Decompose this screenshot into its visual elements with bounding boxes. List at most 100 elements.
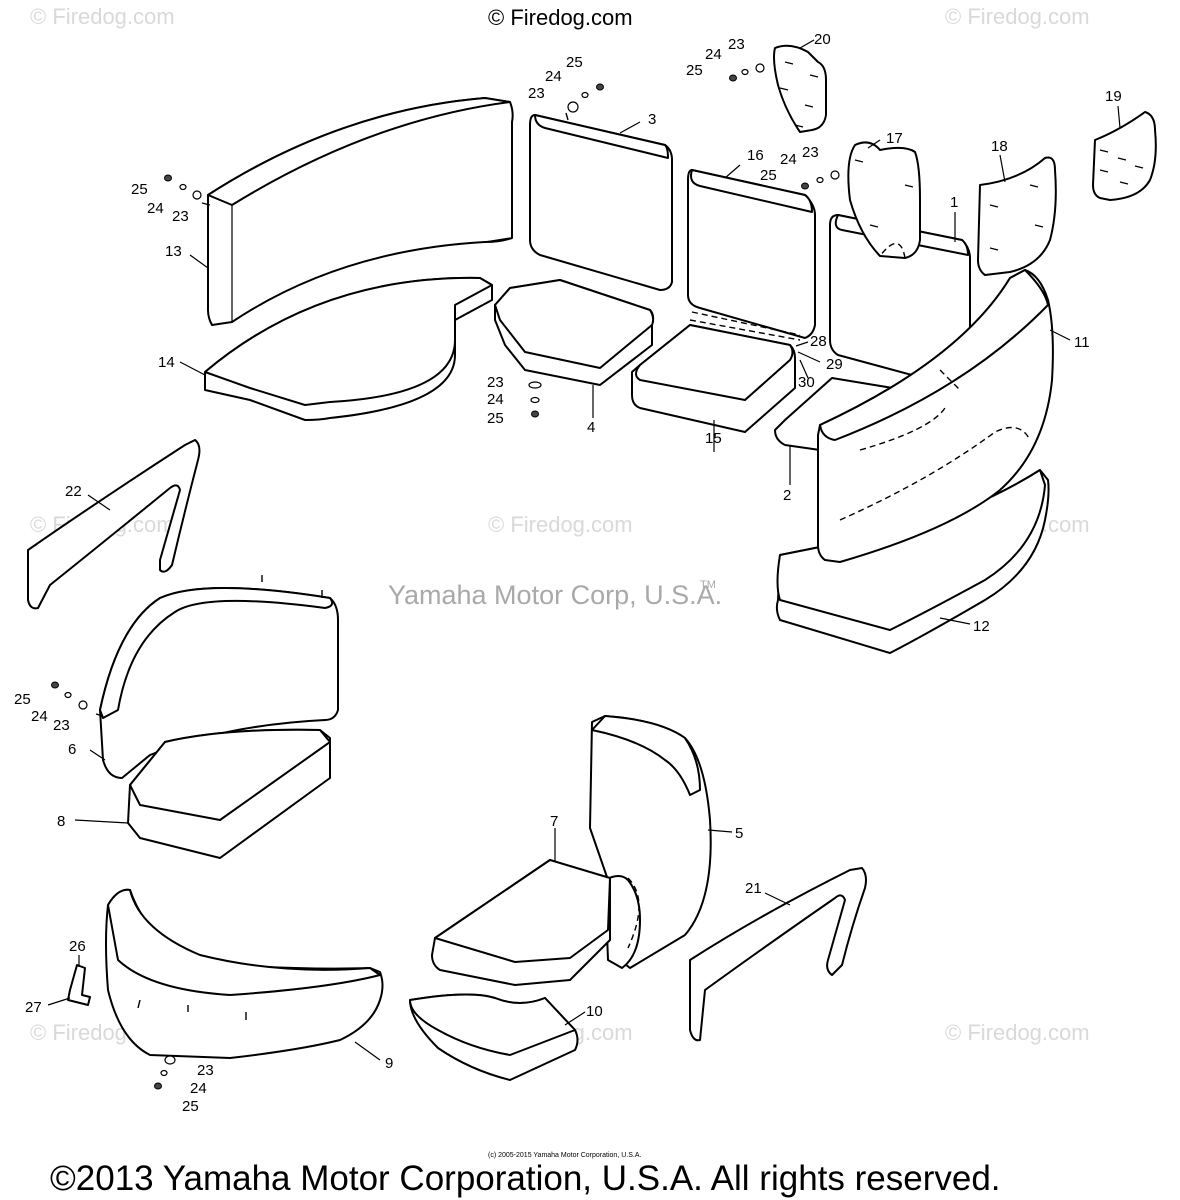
washer-icon [78,700,88,710]
callout-18: 18 [991,138,1008,155]
part-18-back-panel [977,156,1057,276]
nut-icon [729,74,737,82]
callout-24: 24 [31,708,48,725]
washer-icon [164,1055,176,1065]
part-16-back-cushion [687,169,816,339]
callout-25: 25 [566,54,583,71]
callout-27: 27 [25,999,42,1016]
part-21-side-trim [689,867,867,1042]
leader-lines [47,39,1121,1061]
callout-labels: 1 2 3 4 5 6 7 8 9 10 11 12 13 14 15 16 1… [14,31,1122,1115]
callout-24: 24 [780,151,797,168]
part-15-seat [631,324,796,433]
watermark-top-center: © Firedog.com [488,5,633,30]
nut-icon [51,681,59,689]
callout-29: 29 [826,356,843,373]
callout-23: 23 [528,85,545,102]
callout-2: 2 [783,487,791,504]
watermark-top-left: © Firedog.com [30,4,175,29]
part-26-bracket [67,964,91,1006]
callout-8: 8 [57,813,65,830]
callout-7: 7 [550,813,558,830]
nut-icon [801,182,809,190]
callout-17: 17 [886,130,903,147]
part-14-seat-base [204,276,493,421]
part-6-curved-back [99,587,339,779]
part-10-seat-base [409,993,579,1081]
nut-icon [154,1082,162,1090]
part-8-seat [127,728,331,859]
callout-5: 5 [735,825,743,842]
callout-21: 21 [745,880,762,897]
part-3-back-cushion [529,114,673,291]
callout-24: 24 [190,1080,207,1097]
nut-icon [596,83,604,91]
callout-11: 11 [1074,334,1090,351]
watermark-bottom-right: © Firedog.com [945,1020,1090,1045]
callout-23: 23 [53,717,70,734]
callout-3: 3 [648,111,656,128]
nut-icon [164,174,172,182]
callout-30: 30 [798,374,815,391]
callout-23: 23 [197,1062,214,1079]
washer-icon [830,170,840,180]
copyright-notice: ©2013 Yamaha Motor Corporation, U.S.A. A… [50,1159,1001,1198]
lockwasher-icon [530,396,540,404]
washer-icon [755,63,765,73]
part-11-curved-back [817,269,1054,563]
washer-icon [567,101,579,113]
callout-20: 20 [814,31,831,48]
callout-19: 19 [1105,88,1122,105]
part-22-side-trim [27,439,201,610]
callout-12: 12 [973,618,990,635]
part-20-back-panel [773,44,827,133]
watermark-mid-center: © Firedog.com [488,512,633,537]
part-4-small-seat [494,279,655,386]
washer-icon [528,381,542,389]
callout-23: 23 [487,374,504,391]
lockwasher-icon [64,691,72,699]
mounting-studs [95,61,1144,1020]
lockwasher-icon [816,176,824,184]
part-9-curved-front [105,888,384,1059]
part-13-back-cushion [207,97,514,326]
callout-14: 14 [158,354,175,371]
callout-13: 13 [165,243,182,260]
callout-22: 22 [65,483,82,500]
callout-24: 24 [545,68,562,85]
lockwasher-icon [741,68,749,76]
callout-23: 23 [802,144,819,161]
callout-25: 25 [760,167,777,184]
callout-25: 25 [487,410,504,427]
callout-26: 26 [69,938,86,955]
part-19-back-panel [1092,111,1157,201]
callout-9: 9 [385,1055,393,1072]
fine-print: (c) 2005-2015 Yamaha Motor Corporation, … [488,1152,641,1159]
hardware-sets [51,63,840,1090]
lockwasher-icon [179,183,187,191]
lockwasher-icon [581,91,589,99]
washer-icon [192,190,202,200]
callout-24: 24 [705,46,722,63]
callout-24: 24 [147,200,164,217]
nut-icon [531,410,539,418]
part-7-seat [431,859,611,986]
part-28-strip [689,319,801,341]
callout-16: 16 [747,147,764,164]
part-5-curved-back [589,715,712,969]
lockwasher-icon [160,1069,168,1077]
callout-24: 24 [487,391,504,408]
callout-6: 6 [68,741,76,758]
callout-25: 25 [14,691,31,708]
callout-23: 23 [172,208,189,225]
callout-25: 25 [182,1098,199,1115]
callout-23: 23 [728,36,745,53]
center-watermark: Yamaha Motor Corp, U.S.A. [388,580,722,610]
callout-15: 15 [705,430,722,447]
callout-1: 1 [950,194,958,211]
trademark-symbol: TM [700,579,716,591]
callout-10: 10 [586,1003,603,1020]
callout-28: 28 [810,333,827,350]
watermark-top-right: © Firedog.com [945,4,1090,29]
